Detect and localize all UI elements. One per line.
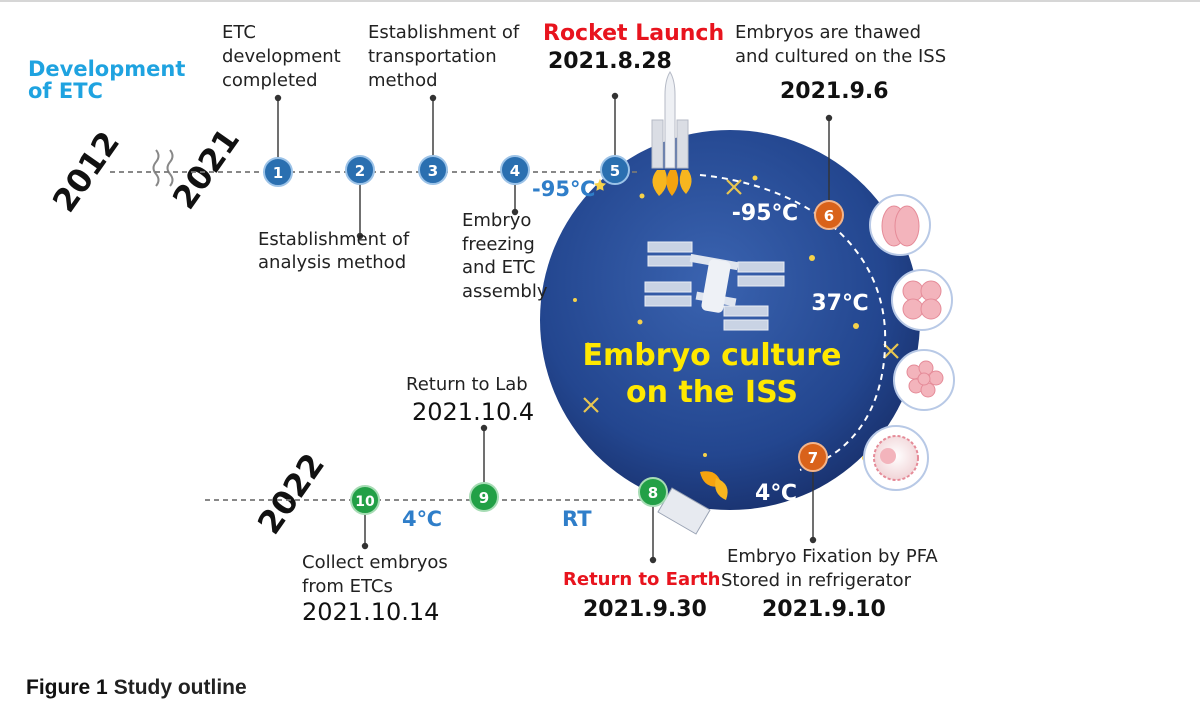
top-rule (0, 0, 1200, 2)
svg-text:Embryo Fixation by PFA: Embryo Fixation by PFA (727, 546, 938, 567)
step-6-date: 2021.9.6 (780, 79, 889, 104)
embryo-stage-3 (893, 349, 955, 411)
svg-text:9: 9 (479, 489, 489, 507)
svg-text:Embryo: Embryo (462, 210, 531, 231)
step-5-heading: Rocket Launch (543, 21, 724, 46)
capsule-icon (657, 471, 728, 535)
title-line2: of ETC (28, 79, 103, 103)
svg-text:6: 6 (824, 207, 834, 225)
temp-lab: 4℃ (402, 507, 442, 531)
embryo-stage-4 (863, 425, 929, 491)
sparkle-icon (583, 179, 899, 413)
step-7-label: Embryo Fixation by PFA Stored in refrige… (721, 546, 938, 591)
step-7-date: 2021.9.10 (762, 597, 886, 622)
step-3-marker: 3 (418, 155, 448, 185)
svg-text:ETC: ETC (222, 22, 256, 43)
svg-text:method: method (368, 70, 438, 91)
temp-return: RT (562, 507, 592, 531)
figure-number: Figure 1 (26, 676, 108, 699)
timeline-break-icon (152, 149, 174, 187)
svg-text:2: 2 (355, 162, 365, 180)
temp-culture: 37℃ (811, 291, 868, 316)
step-1-label: ETC development completed (222, 22, 341, 91)
svg-text:1: 1 (273, 164, 283, 182)
embryo-stage-2 (891, 269, 953, 331)
step-9-date: 2021.10.4 (412, 398, 534, 426)
globe-line2: on the ISS (626, 375, 798, 410)
step-8-marker: 8 (638, 477, 668, 507)
step-2-label: Establishment of analysis method (258, 229, 410, 273)
step-5-date: 2021.8.28 (548, 49, 672, 74)
svg-text:from ETCs: from ETCs (302, 576, 393, 597)
step-6-label: Embryos are thawed and cultured on the I… (735, 22, 946, 67)
year-2021: 2021 (165, 121, 247, 216)
svg-text:10: 10 (355, 494, 375, 510)
svg-text:Stored in refrigerator: Stored in refrigerator (721, 570, 912, 591)
globe-line1: Embryo culture (583, 338, 842, 373)
step-4-label: Embryo freezing and ETC assembly (462, 210, 548, 302)
figure-title: Study outline (113, 676, 247, 699)
step-10-date: 2021.10.14 (302, 598, 439, 626)
step-3-label: Establishment of transportation method (368, 22, 520, 91)
svg-text:and ETC: and ETC (462, 257, 535, 278)
svg-text:3: 3 (428, 162, 438, 180)
rocket-icon (651, 71, 692, 196)
step-2-marker: 2 (345, 155, 375, 185)
step-6-marker: 6 (814, 200, 844, 230)
step-8-date: 2021.9.30 (583, 597, 707, 622)
step-5-marker: 5 (600, 155, 630, 185)
svg-text:transportation: transportation (368, 46, 497, 67)
svg-text:and cultured on the ISS: and cultured on the ISS (735, 46, 946, 67)
svg-text:development: development (222, 46, 341, 67)
svg-text:Embryos are thawed: Embryos are thawed (735, 22, 921, 43)
step-4-marker: 4 (500, 155, 530, 185)
leader-lines (274, 92, 833, 564)
svg-text:analysis method: analysis method (258, 252, 406, 273)
temp-launch: -95℃ (532, 177, 595, 201)
step-8-heading: Return to Earth (563, 569, 720, 590)
orbit-path (699, 174, 887, 471)
svg-text:8: 8 (648, 484, 658, 502)
step-1-marker: 1 (263, 157, 293, 187)
temp-space: -95℃ (732, 201, 798, 226)
step-10-marker: 10 (350, 485, 380, 515)
temp-fixed: 4℃ (755, 481, 797, 506)
svg-text:Collect embryos: Collect embryos (302, 552, 448, 573)
study-outline-diagram: Embryo culture on the ISS -95℃ 37℃ 4℃ (28, 21, 955, 626)
year-2022: 2022 (250, 446, 332, 541)
svg-text:assembly: assembly (462, 281, 548, 302)
svg-text:Establishment of: Establishment of (368, 22, 520, 43)
svg-text:5: 5 (610, 162, 620, 180)
step-7-marker: 7 (798, 442, 828, 472)
svg-text:completed: completed (222, 70, 318, 91)
svg-text:7: 7 (808, 449, 818, 467)
step-9-label: Return to Lab (406, 374, 528, 395)
embryo-stage-1 (869, 194, 931, 256)
svg-text:4: 4 (510, 162, 520, 180)
step-9-marker: 9 (469, 482, 499, 512)
svg-text:Establishment of: Establishment of (258, 229, 410, 250)
step-10-label: Collect embryos from ETCs (302, 552, 448, 597)
iss-station-icon (644, 241, 785, 331)
title-line1: Development (28, 57, 185, 81)
svg-text:freezing: freezing (462, 234, 535, 255)
